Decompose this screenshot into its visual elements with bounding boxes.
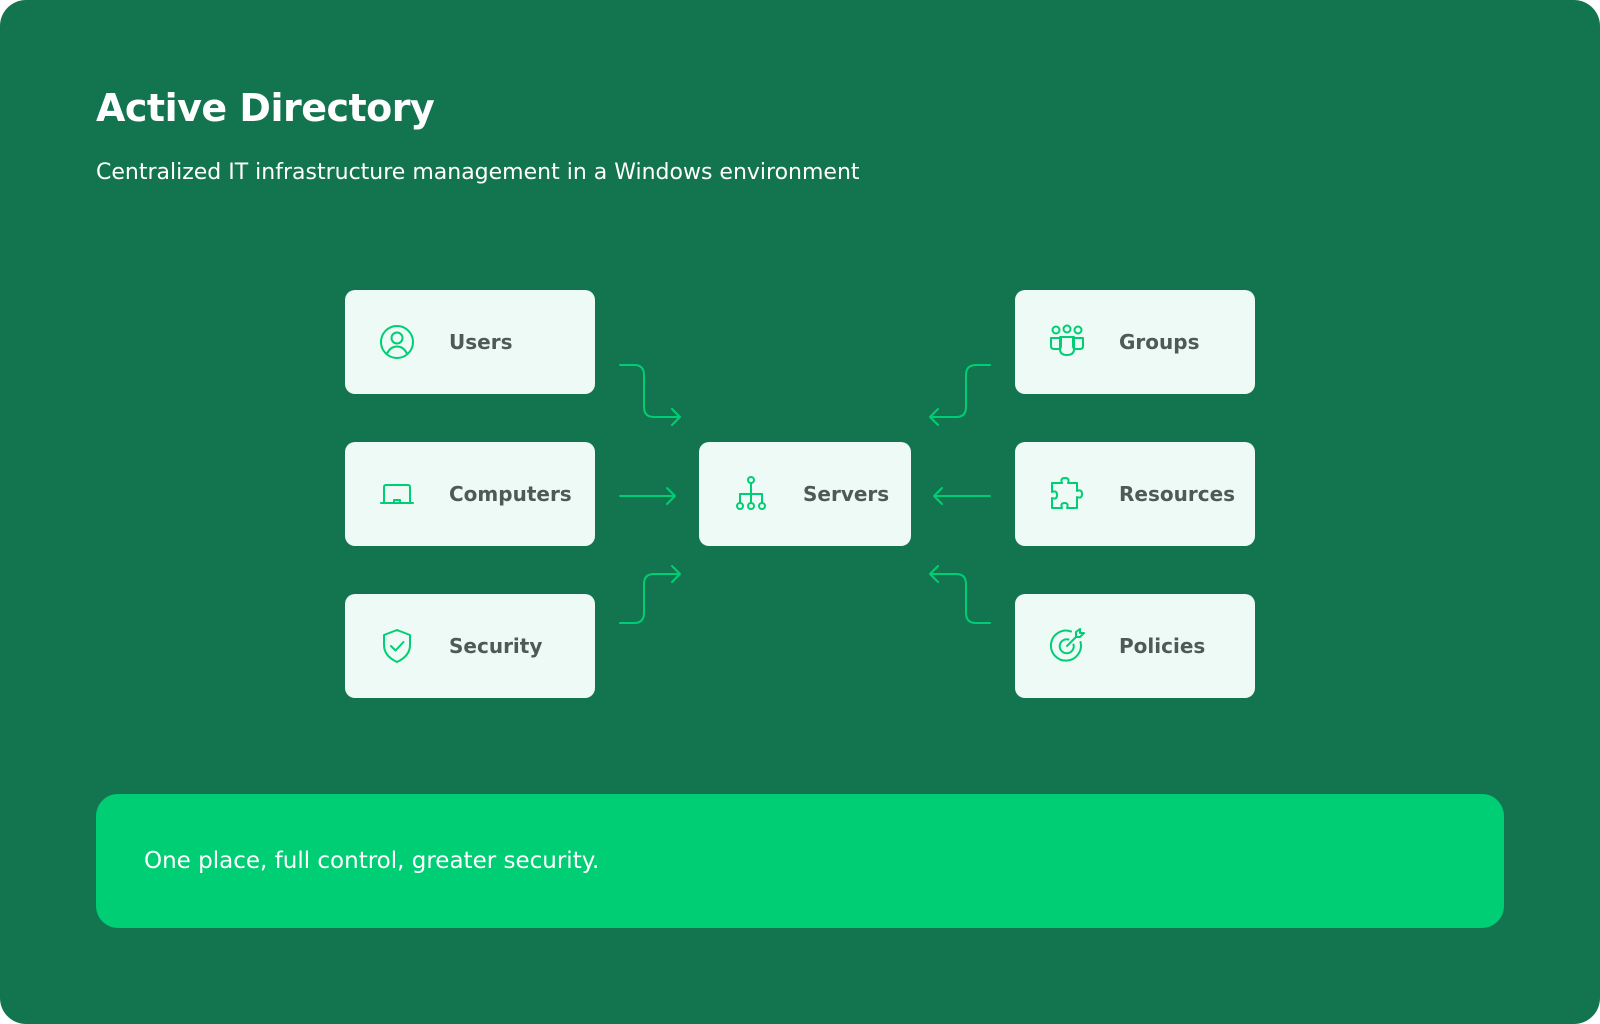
node-resources[interactable]: Resources (1015, 442, 1255, 546)
node-policies[interactable]: Policies (1015, 594, 1255, 698)
node-security-label: Security (449, 634, 543, 658)
node-users[interactable]: Users (345, 290, 595, 394)
user-circle-icon (379, 324, 415, 360)
group-icon (1049, 324, 1085, 360)
node-servers-label: Servers (803, 482, 890, 506)
connector-security-servers (619, 565, 681, 624)
connector-groups-servers (929, 364, 991, 426)
node-groups[interactable]: Groups (1015, 290, 1255, 394)
target-icon (1049, 628, 1085, 664)
connector-users-servers (619, 364, 681, 426)
node-security[interactable]: Security (345, 594, 595, 698)
page-title: Active Directory (96, 86, 435, 130)
page-subtitle: Centralized IT infrastructure management… (96, 160, 860, 185)
node-servers[interactable]: Servers (699, 442, 911, 546)
node-computers-label: Computers (449, 482, 572, 506)
node-policies-label: Policies (1119, 634, 1206, 658)
shield-check-icon (379, 628, 415, 664)
puzzle-icon (1049, 476, 1085, 512)
node-groups-label: Groups (1119, 330, 1200, 354)
connector-policies-servers (929, 565, 991, 624)
network-hierarchy-icon (733, 476, 769, 512)
node-resources-label: Resources (1119, 482, 1236, 506)
connector-computers-servers (619, 487, 676, 505)
summary-banner: One place, full control, greater securit… (96, 794, 1504, 928)
connector-resources-servers (933, 487, 991, 505)
laptop-icon (379, 476, 415, 512)
summary-banner-text: One place, full control, greater securit… (144, 848, 600, 874)
node-users-label: Users (449, 330, 513, 354)
node-computers[interactable]: Computers (345, 442, 595, 546)
